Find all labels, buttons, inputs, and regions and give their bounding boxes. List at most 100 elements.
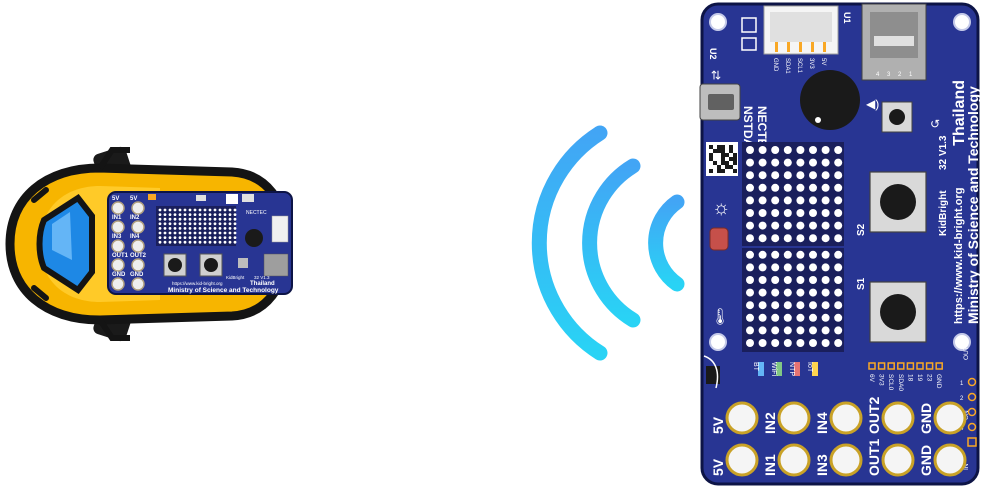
small-board-reset-button[interactable] [238,258,248,268]
led-dot [796,146,805,154]
led-dot [821,221,830,230]
io-pad[interactable] [777,401,811,435]
small-board-pad[interactable] [131,258,145,272]
led-dot [796,196,805,205]
small-board-pad[interactable] [111,201,125,215]
small-board-pad[interactable] [131,277,145,291]
small-board-pad[interactable] [111,220,125,234]
small-led [168,217,172,221]
speaker-icon: ◀) [866,97,879,111]
small-board-pad[interactable] [131,201,145,215]
small-led [168,222,172,226]
qr-cell [721,161,725,165]
header-pin [906,362,915,370]
usb-icon: ⇄ [709,70,723,80]
qr-cell [713,149,717,153]
small-board-pad[interactable] [111,239,125,253]
header-pin [887,362,895,370]
small-led [208,213,212,217]
led-dot [809,183,817,192]
small-led [233,213,237,217]
small-led [173,227,177,230]
side-pin [967,437,977,447]
led-dot [809,196,817,205]
io-pad[interactable] [725,401,759,435]
signal-wave-inner [648,194,685,292]
label-s1: S1 [856,277,867,290]
io-pad[interactable] [829,401,863,435]
led-dot [834,196,843,205]
led-dot [771,209,780,217]
small-led [228,222,232,226]
led-dot [783,276,792,284]
small-board-pad[interactable] [111,277,125,291]
small-led [193,227,197,230]
io-pad[interactable] [933,443,967,477]
connector-pin-label: SDA1 [784,58,790,74]
small-led [158,240,162,244]
board-name: KidBright [938,190,949,236]
small-led [188,227,192,230]
led-dot [758,146,767,154]
led-dot [783,263,792,272]
io-pad-label: GND [918,403,934,434]
led-dot [834,146,843,154]
status-led [776,362,782,376]
button-s2[interactable] [869,171,927,233]
small-led [178,217,182,221]
small-board-version: 32 V1.3 [254,275,270,280]
small-led [213,217,217,221]
side-pin [967,422,977,432]
button-s2-cap [880,184,916,220]
small-led [173,213,177,217]
qr-cell [717,165,721,169]
led-dot [809,234,817,243]
small-board-pad[interactable] [131,239,145,253]
led-dot [783,221,792,230]
small-board-ministry: Ministry of Science and Technology [168,287,279,294]
small-led [173,208,177,212]
small-led [213,236,217,240]
led-dot [746,263,754,272]
board-url: https://www.kid-bright.org [953,188,965,324]
small-led [178,213,182,217]
small-led [213,240,217,244]
led-dot [746,221,754,230]
io-pad[interactable] [829,443,863,477]
qr-cell [733,169,737,173]
led-dot [758,158,767,167]
small-led [163,227,167,230]
label-s2: S2 [856,223,867,236]
led-dot [783,301,792,310]
mounting-hole [709,333,727,351]
led-dot [746,313,754,322]
led-dot [796,171,805,180]
io-pad[interactable] [881,443,915,477]
qr-cell [725,165,729,169]
header-pin-label: 18 [906,374,913,382]
small-led [213,222,217,226]
small-board-pad-label: IN2 [130,215,140,221]
io-pad[interactable] [777,443,811,477]
led-dot [771,339,780,347]
car-mirror [97,318,130,341]
small-led [158,231,162,235]
small-board-pad-label: 5V [112,196,119,202]
led-dot [796,313,805,322]
small-led [173,222,177,226]
small-led [233,227,237,230]
header-pin [916,362,924,370]
small-led [183,208,187,212]
io-pad[interactable] [725,443,759,477]
io-pad-label: IN2 [762,412,778,434]
light-sensor [709,227,729,251]
small-board-pad-label: GND [112,272,126,278]
small-board-pad[interactable] [111,258,125,272]
io-pad[interactable] [881,401,915,435]
small-led [213,213,217,217]
small-led [193,213,197,217]
connector-pin [787,42,790,52]
small-board-pad[interactable] [131,220,145,234]
io-pad[interactable] [933,401,967,435]
